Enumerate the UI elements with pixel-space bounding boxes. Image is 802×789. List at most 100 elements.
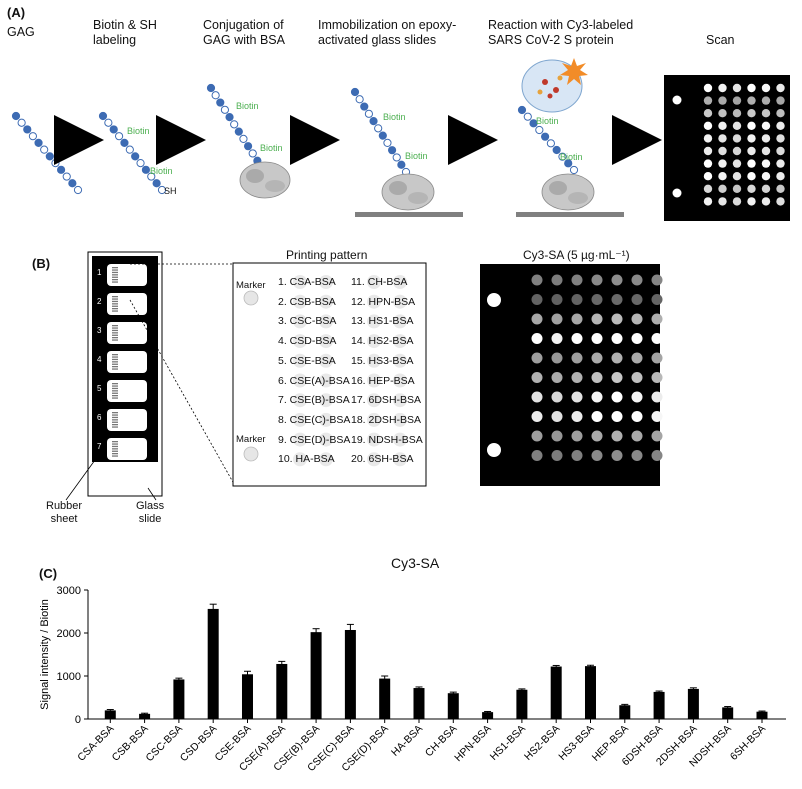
array-spot — [551, 313, 563, 325]
pattern-spot — [293, 432, 307, 447]
printing-pattern-item: 15. HS3-BSA — [351, 354, 414, 367]
array-spot — [571, 372, 583, 383]
array-spot — [551, 274, 563, 286]
step-title-scan: Scan — [706, 33, 735, 47]
array-spot — [591, 411, 603, 422]
pattern-spot — [367, 275, 381, 289]
bar — [550, 666, 562, 719]
printing-pattern-item: 14. HS2-BSA — [351, 335, 414, 348]
array-spot — [776, 134, 785, 143]
pattern-spot — [393, 353, 407, 368]
step-title-gag: GAG — [7, 25, 35, 39]
bar — [722, 707, 734, 719]
biotin-label: Biotin — [383, 112, 406, 122]
bar — [482, 712, 494, 719]
pattern-spot — [393, 412, 407, 427]
glass-slide-label: Glass slide — [136, 500, 165, 525]
printing-pattern-item: 2. CSB-BSA — [278, 295, 336, 308]
array-spot — [591, 391, 603, 403]
bar — [207, 608, 219, 719]
array-spot — [551, 372, 563, 383]
array-spot — [611, 274, 623, 286]
panel-b-label: (B) — [32, 256, 51, 271]
well-number: 3 — [97, 326, 102, 335]
bar — [276, 663, 288, 719]
array-spot — [747, 184, 756, 193]
well-number: 7 — [97, 442, 102, 451]
array-spot — [611, 430, 623, 442]
array-spot — [611, 411, 623, 422]
sh-label: SH — [164, 186, 177, 196]
marker-spot — [243, 446, 259, 462]
array-spot — [571, 333, 583, 344]
array-spot — [703, 121, 713, 130]
printing-pattern-item: 4. CSD-BSA — [278, 335, 337, 348]
array-spot — [761, 96, 771, 105]
array-spot — [703, 197, 713, 206]
array-spot — [747, 83, 756, 93]
y-tick-label: 3000 — [57, 585, 81, 597]
array-spot — [761, 146, 771, 156]
array-spot — [551, 333, 563, 344]
array-spot — [718, 159, 727, 168]
array-spot — [531, 411, 543, 422]
array-spot — [776, 146, 785, 156]
pattern-spot — [393, 294, 407, 309]
array-spot — [703, 184, 713, 193]
pattern-spot — [319, 314, 333, 329]
printing-pattern-item: 18. 2DSH-BSA — [351, 413, 422, 426]
pattern-spot — [393, 373, 407, 388]
bar — [413, 688, 425, 719]
pattern-spot — [293, 452, 307, 467]
pattern-spot — [393, 314, 407, 329]
printing-pattern-item: 13. HS1-BSA — [351, 315, 414, 328]
array-spot — [703, 159, 713, 168]
printing-pattern-item: 5. CSE-BSA — [278, 354, 336, 367]
array-spot — [591, 352, 603, 364]
array-spot — [732, 184, 742, 193]
array-spot — [631, 430, 643, 442]
array-spot — [651, 372, 663, 383]
biotin-label: Biotin — [236, 101, 259, 111]
array-spot — [611, 450, 623, 461]
array-spot — [571, 313, 583, 325]
scan-image — [664, 75, 790, 221]
pattern-spot — [293, 353, 307, 368]
array-spot — [591, 450, 603, 461]
well-number: 6 — [97, 413, 102, 422]
pattern-spot — [293, 314, 307, 329]
pattern-spot — [393, 275, 407, 289]
array-spot — [631, 411, 643, 422]
bsa-protein-icon — [239, 161, 291, 199]
array-spot — [651, 274, 663, 286]
bar — [379, 678, 391, 719]
pattern-spot — [293, 373, 307, 388]
panel-b-illustration — [65, 251, 663, 501]
cy3-star-icon — [560, 58, 588, 85]
array-spot — [718, 121, 727, 130]
array-spot — [718, 146, 727, 156]
bar — [447, 693, 459, 719]
array-spot — [776, 83, 785, 93]
pattern-spot — [367, 432, 381, 447]
array-spot — [732, 197, 742, 206]
array-spot — [611, 352, 623, 364]
array-spot — [571, 294, 583, 305]
bsa-protein-icon — [541, 173, 595, 211]
array-spot — [531, 313, 543, 325]
glass-slide-outline — [87, 251, 163, 497]
array-spot — [571, 391, 583, 403]
array-spot — [703, 134, 713, 143]
step-title-conjugation: Conjugation of GAG with BSA — [203, 18, 285, 47]
bar — [344, 629, 356, 719]
biotin-label: Biotin — [127, 126, 150, 136]
pattern-spot — [293, 294, 307, 309]
bar — [619, 705, 631, 719]
array-spot — [611, 372, 623, 383]
bsa-protein-icon — [381, 173, 435, 211]
array-spot — [531, 274, 543, 286]
chart-title: Cy3-SA — [391, 555, 440, 571]
pattern-spot — [319, 353, 333, 368]
array-spot — [531, 333, 543, 344]
printing-pattern-title: Printing pattern — [286, 248, 368, 262]
